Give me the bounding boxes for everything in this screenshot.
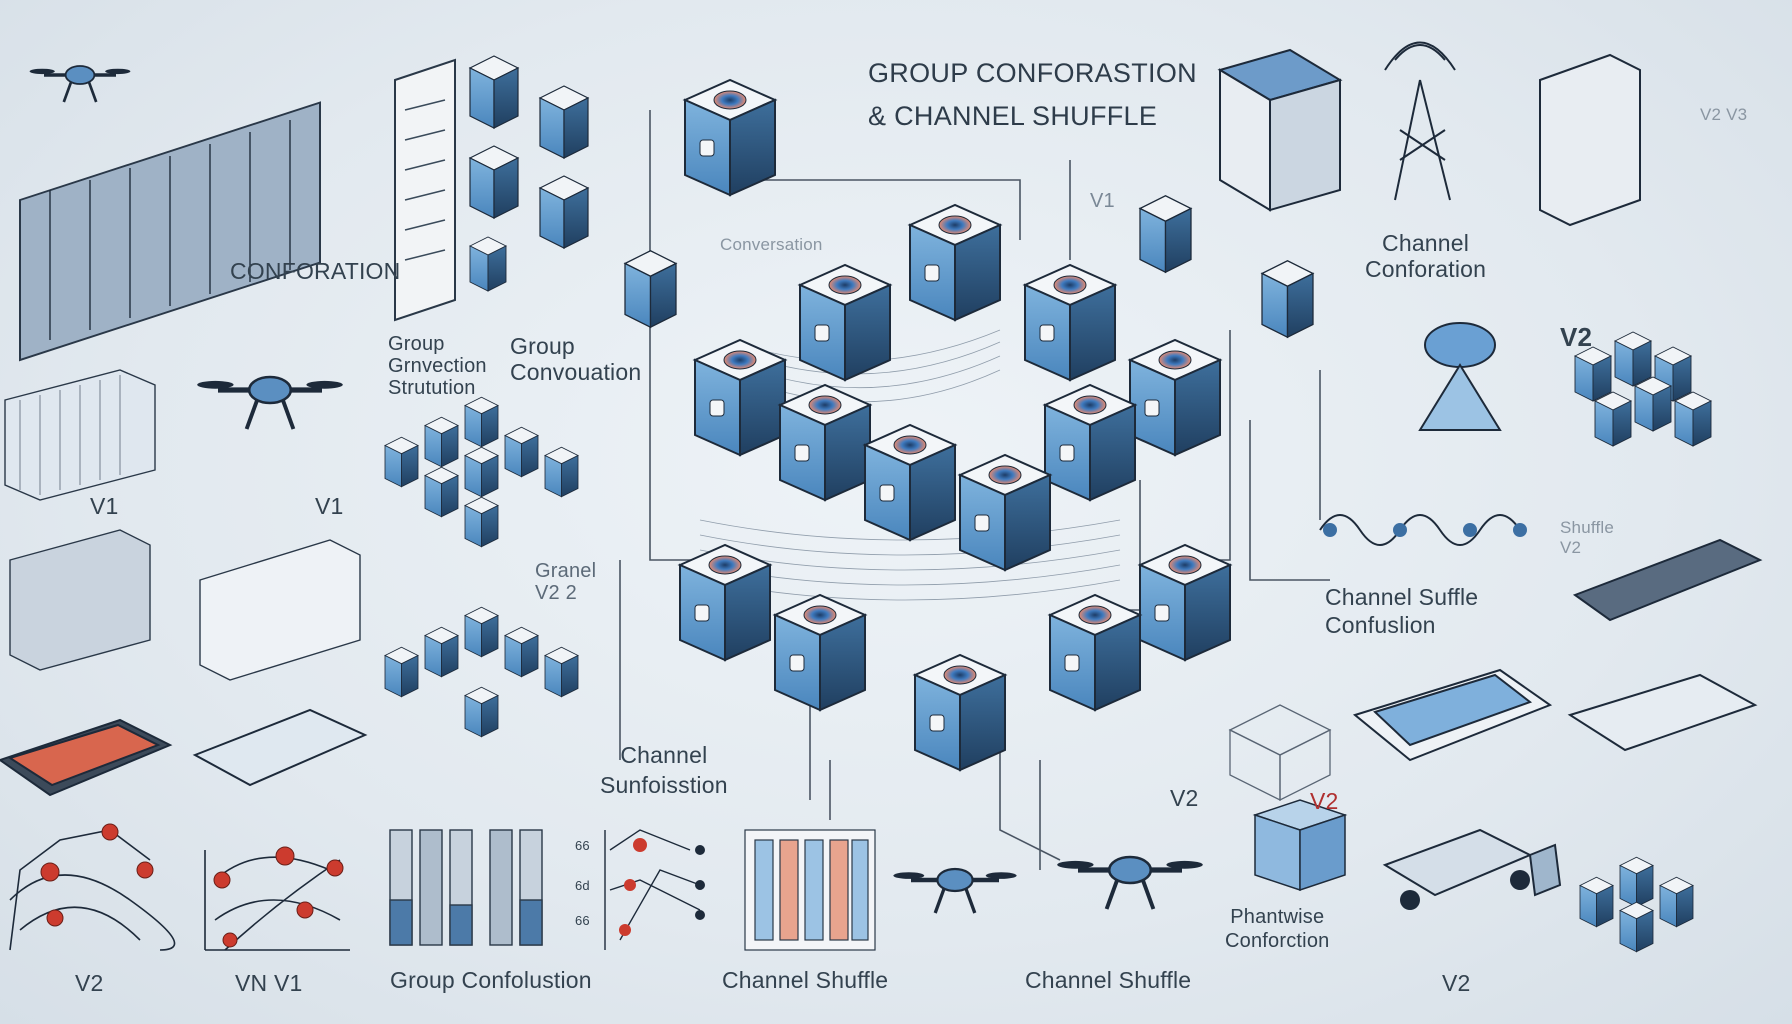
diagram-title: GROUP CONFORASTION & CHANNEL SHUFFLE — [868, 58, 1197, 132]
label-bottom-group: Group Confolustion — [390, 967, 592, 993]
label-bottom-vn-v1: VN V1 — [235, 970, 303, 996]
label-conforation: CONFORATION — [230, 258, 401, 284]
label-group-convouation: Group Convouation — [510, 333, 642, 385]
label-shuffle-v2: Shuffle V2 — [1560, 518, 1615, 557]
central-cube-cluster — [679, 204, 1231, 771]
title-line-2: & CHANNEL SHUFFLE — [868, 101, 1158, 131]
tick-66-b: 66 — [575, 913, 590, 928]
label-channel-sunfoisstion: Channel Sunfoisstion — [600, 742, 728, 798]
label-bottom-v2-left: V2 — [75, 970, 104, 996]
tick-6d: 6d — [575, 878, 590, 893]
label-channel-suffle: Channel Suffle Confuslion — [1325, 584, 1479, 638]
label-phantwise: Phantwise Conforction — [1225, 906, 1330, 952]
label-channel-conforation: Channel Conforation — [1365, 230, 1487, 282]
label-faint-conversation: Conversation — [720, 235, 823, 254]
label-faint-v2v3: V2 V3 — [1700, 105, 1748, 124]
label-v1-a: V1 — [90, 493, 119, 519]
label-v2-right: V2 — [1560, 322, 1593, 352]
tick-66-a: 66 — [575, 838, 590, 853]
title-line-1: GROUP CONFORASTION — [868, 58, 1197, 88]
label-granel-v2: Granel V2 2 — [535, 560, 597, 604]
label-v1-b: V1 — [315, 493, 344, 519]
label-bottom-channel-2: Channel Shuffle — [1025, 967, 1192, 993]
label-group-grvection: Group Grnvection Strutution — [388, 333, 487, 399]
label-v2-mid-red: V2 — [1310, 788, 1339, 814]
label-bottom-channel-1: Channel Shuffle — [722, 967, 889, 993]
label-bottom-v2-right: V2 — [1442, 970, 1471, 996]
label-v1-center: V1 — [1090, 190, 1115, 212]
label-v2-mid: V2 — [1170, 785, 1199, 811]
